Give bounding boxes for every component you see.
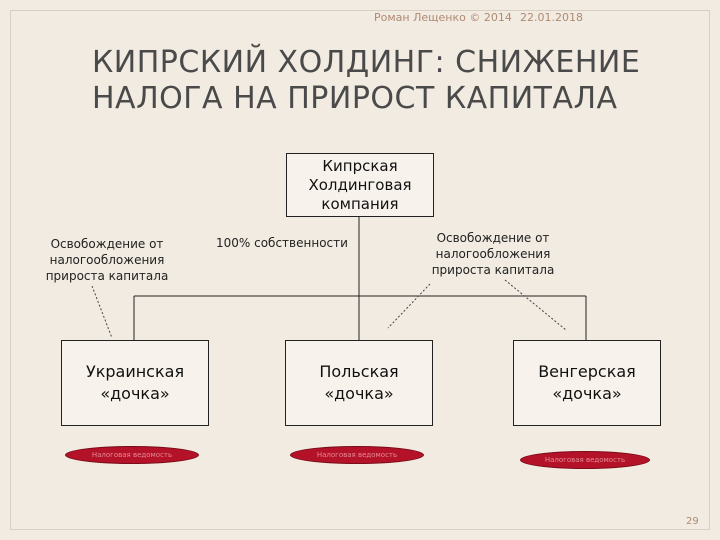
- title-line-1: КИПРСКИЙ ХОЛДИНГ: СНИЖЕНИЕ: [92, 45, 641, 80]
- cyprus-holding-box: Кипрская Холдинговая компания: [286, 153, 434, 217]
- hungarian-subsidiary-label: Венгерская «дочка»: [538, 362, 636, 403]
- tax-exemption-note-right: Освобождение от налогообложения прироста…: [431, 231, 555, 277]
- cyprus-holding-label: Кипрская Холдинговая компания: [308, 156, 412, 213]
- ukrainian-subsidiary-box: Украинская «дочка»: [61, 340, 209, 426]
- polish-subsidiary-box: Польская «дочка»: [285, 340, 433, 426]
- callout-right-line: [504, 279, 567, 331]
- polish-subsidiary-label: Польская «дочка»: [319, 362, 399, 403]
- ukrainian-tax-badge: Налоговая ведомость: [65, 446, 199, 464]
- title-line-2: НАЛОГА НА ПРИРОСТ КАПИТАЛА: [92, 81, 618, 116]
- author-credit: Роман Лещенко © 2014: [374, 11, 512, 24]
- hungarian-tax-badge: Налоговая ведомость: [520, 451, 650, 469]
- slide-frame: [10, 10, 710, 530]
- hungarian-subsidiary-box: Венгерская «дочка»: [513, 340, 661, 426]
- page-number: 29: [686, 516, 699, 527]
- ukrainian-subsidiary-label: Украинская «дочка»: [85, 362, 185, 403]
- ownership-label: 100% собственности: [216, 236, 348, 250]
- slide-title: КИПРСКИЙ ХОЛДИНГ: СНИЖЕНИЕ НАЛОГА НА ПРИ…: [92, 45, 692, 117]
- tax-exemption-note-left: Освобождение от налогообложения прироста…: [45, 237, 169, 283]
- polish-tax-badge: Налоговая ведомость: [290, 446, 424, 464]
- callout-left-line: [91, 285, 113, 339]
- slide-date: 22.01.2018: [520, 11, 583, 24]
- callout-center-line: [387, 283, 431, 329]
